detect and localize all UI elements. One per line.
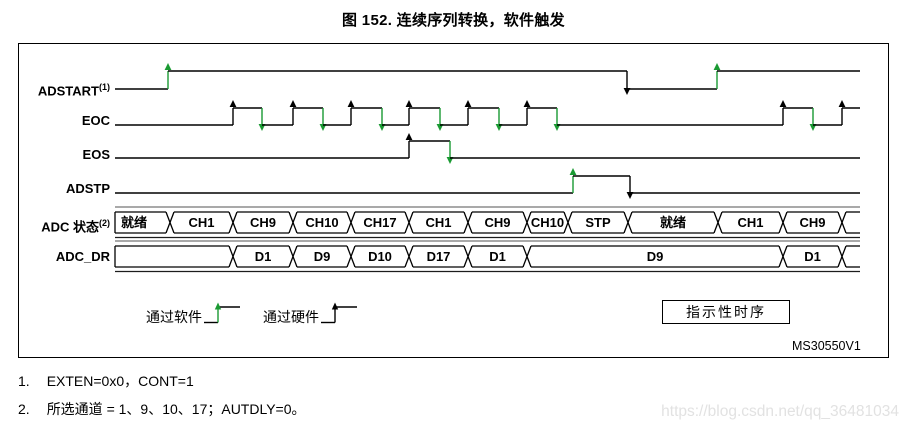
- signal-label-text: ADC 状态: [41, 219, 99, 235]
- indicative-timing-box: 指示性时序: [662, 300, 790, 324]
- footnote-text: 所选通道 = 1、9、10、17；AUTDLY=0。: [46, 401, 306, 417]
- legend-hardware-label: 通过硬件: [263, 309, 319, 325]
- watermark: https://blog.csdn.net/qq_36481034: [661, 403, 899, 420]
- software-trigger-step-icon: [204, 302, 240, 324]
- footnote-number: 1.: [18, 373, 30, 389]
- hardware-trigger-step-icon: [321, 302, 357, 324]
- signal-label-text: EOC: [81, 113, 110, 128]
- signal-label-text: ADSTART: [37, 83, 99, 99]
- legend-hardware: 通过硬件: [263, 301, 359, 327]
- signal-label-text: ADSTP: [65, 181, 110, 196]
- signal-label-text: ADC_DR: [55, 249, 110, 264]
- figure-title: 图 152. 连续序列转换，软件触发: [342, 12, 565, 29]
- footnote-text: EXTEN=0x0，CONT=1: [46, 373, 194, 389]
- footnote-2: 2. 所选通道 = 1、9、10、17；AUTDLY=0。: [18, 399, 306, 419]
- legend-software: 通过软件: [146, 301, 242, 327]
- signal-label-eos: EOS: [0, 146, 110, 164]
- up-arrow-icon: [331, 302, 339, 310]
- signal-label-adstart: ADSTART(1): [0, 78, 110, 100]
- footnote-number: 2.: [18, 401, 30, 417]
- signal-label-text: EOS: [82, 147, 110, 162]
- footnote-1: 1. EXTEN=0x0，CONT=1: [18, 371, 194, 391]
- signal-label-adstp: ADSTP: [0, 180, 110, 198]
- signal-label-sup: (1): [99, 82, 110, 92]
- figure-code: MS30550V1: [792, 339, 861, 353]
- diagram-frame: [18, 43, 889, 358]
- signal-label-sup: (2): [99, 218, 110, 228]
- signal-label-adc-dr: ADC_DR: [0, 248, 110, 266]
- signal-label-adc-state: ADC 状态(2): [0, 214, 110, 236]
- signal-label-eoc: EOC: [0, 112, 110, 130]
- legend-software-label: 通过软件: [146, 309, 202, 325]
- indicative-timing-label: 指示性时序: [686, 304, 766, 320]
- up-arrow-icon: [214, 302, 222, 310]
